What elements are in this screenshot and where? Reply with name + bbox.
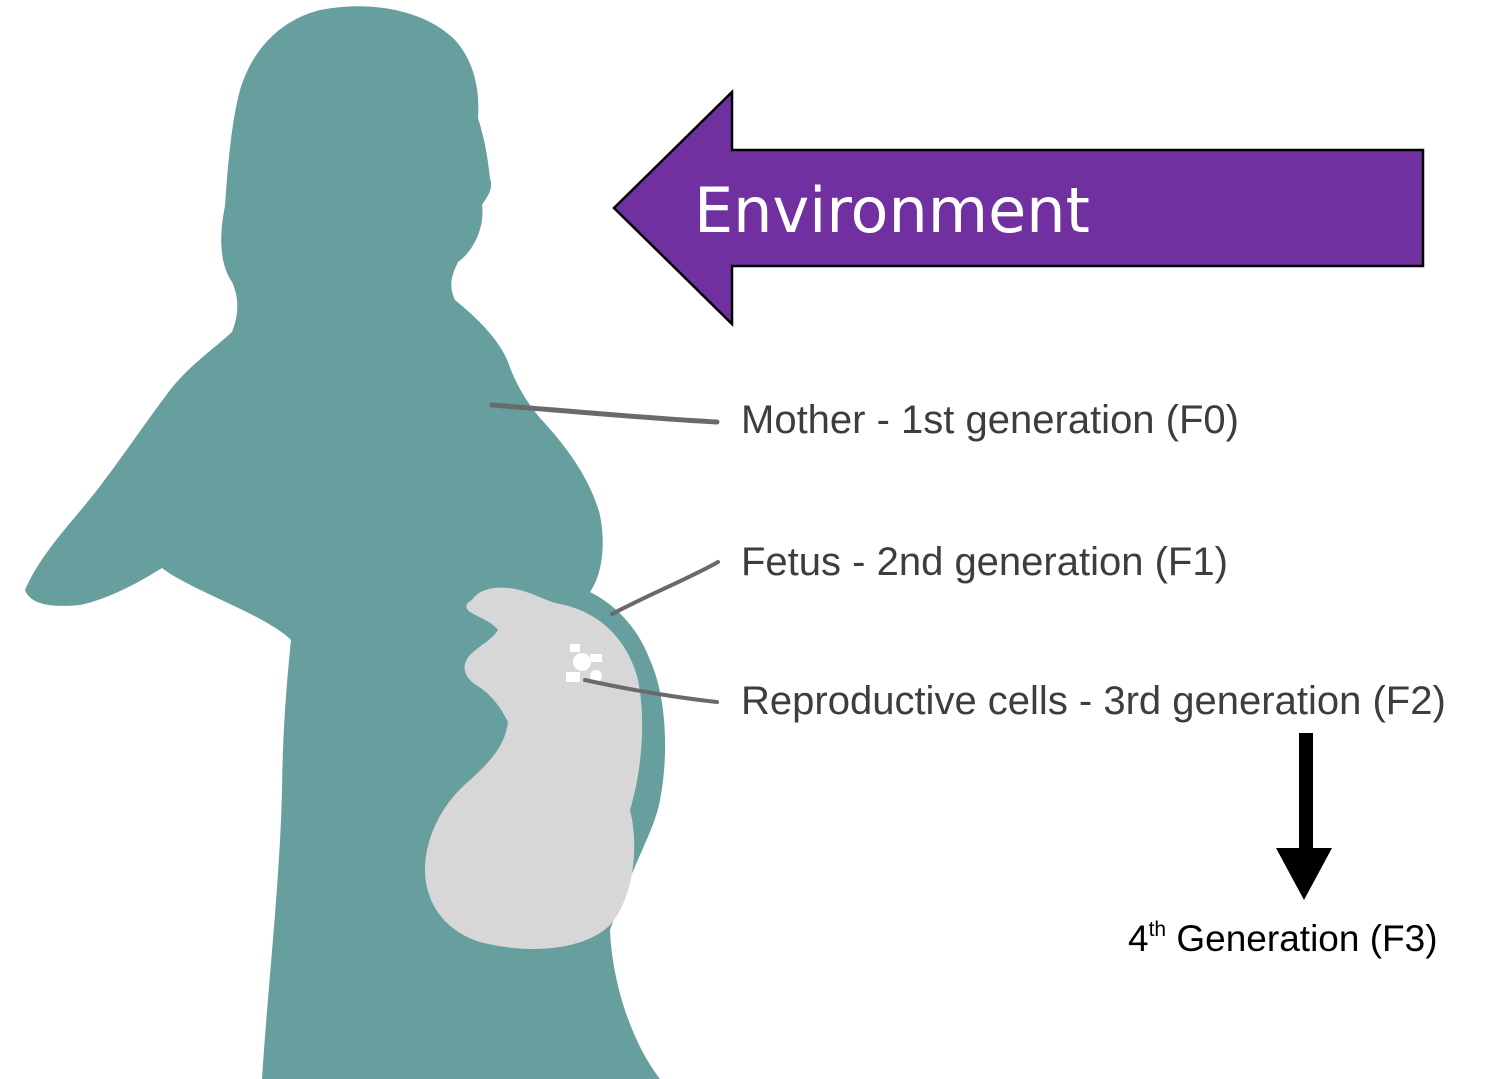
mother-label: Mother - 1st generation (F0) xyxy=(741,400,1239,440)
fourth-generation-superscript: th xyxy=(1149,918,1167,941)
down-arrow-head xyxy=(1276,848,1332,900)
fetus-label: Fetus - 2nd generation (F1) xyxy=(741,542,1228,582)
fetus-leader-line xyxy=(612,562,718,614)
environment-label: Environment xyxy=(694,180,1090,242)
fourth-generation-text: Generation (F3) xyxy=(1166,918,1437,959)
reproductive-cells-label: Reproductive cells - 3rd generation (F2) xyxy=(741,681,1446,721)
fourth-generation-label: 4th Generation (F3) xyxy=(1128,920,1438,957)
fourth-generation-number: 4 xyxy=(1128,918,1149,959)
down-arrow-shaft xyxy=(1299,733,1313,853)
